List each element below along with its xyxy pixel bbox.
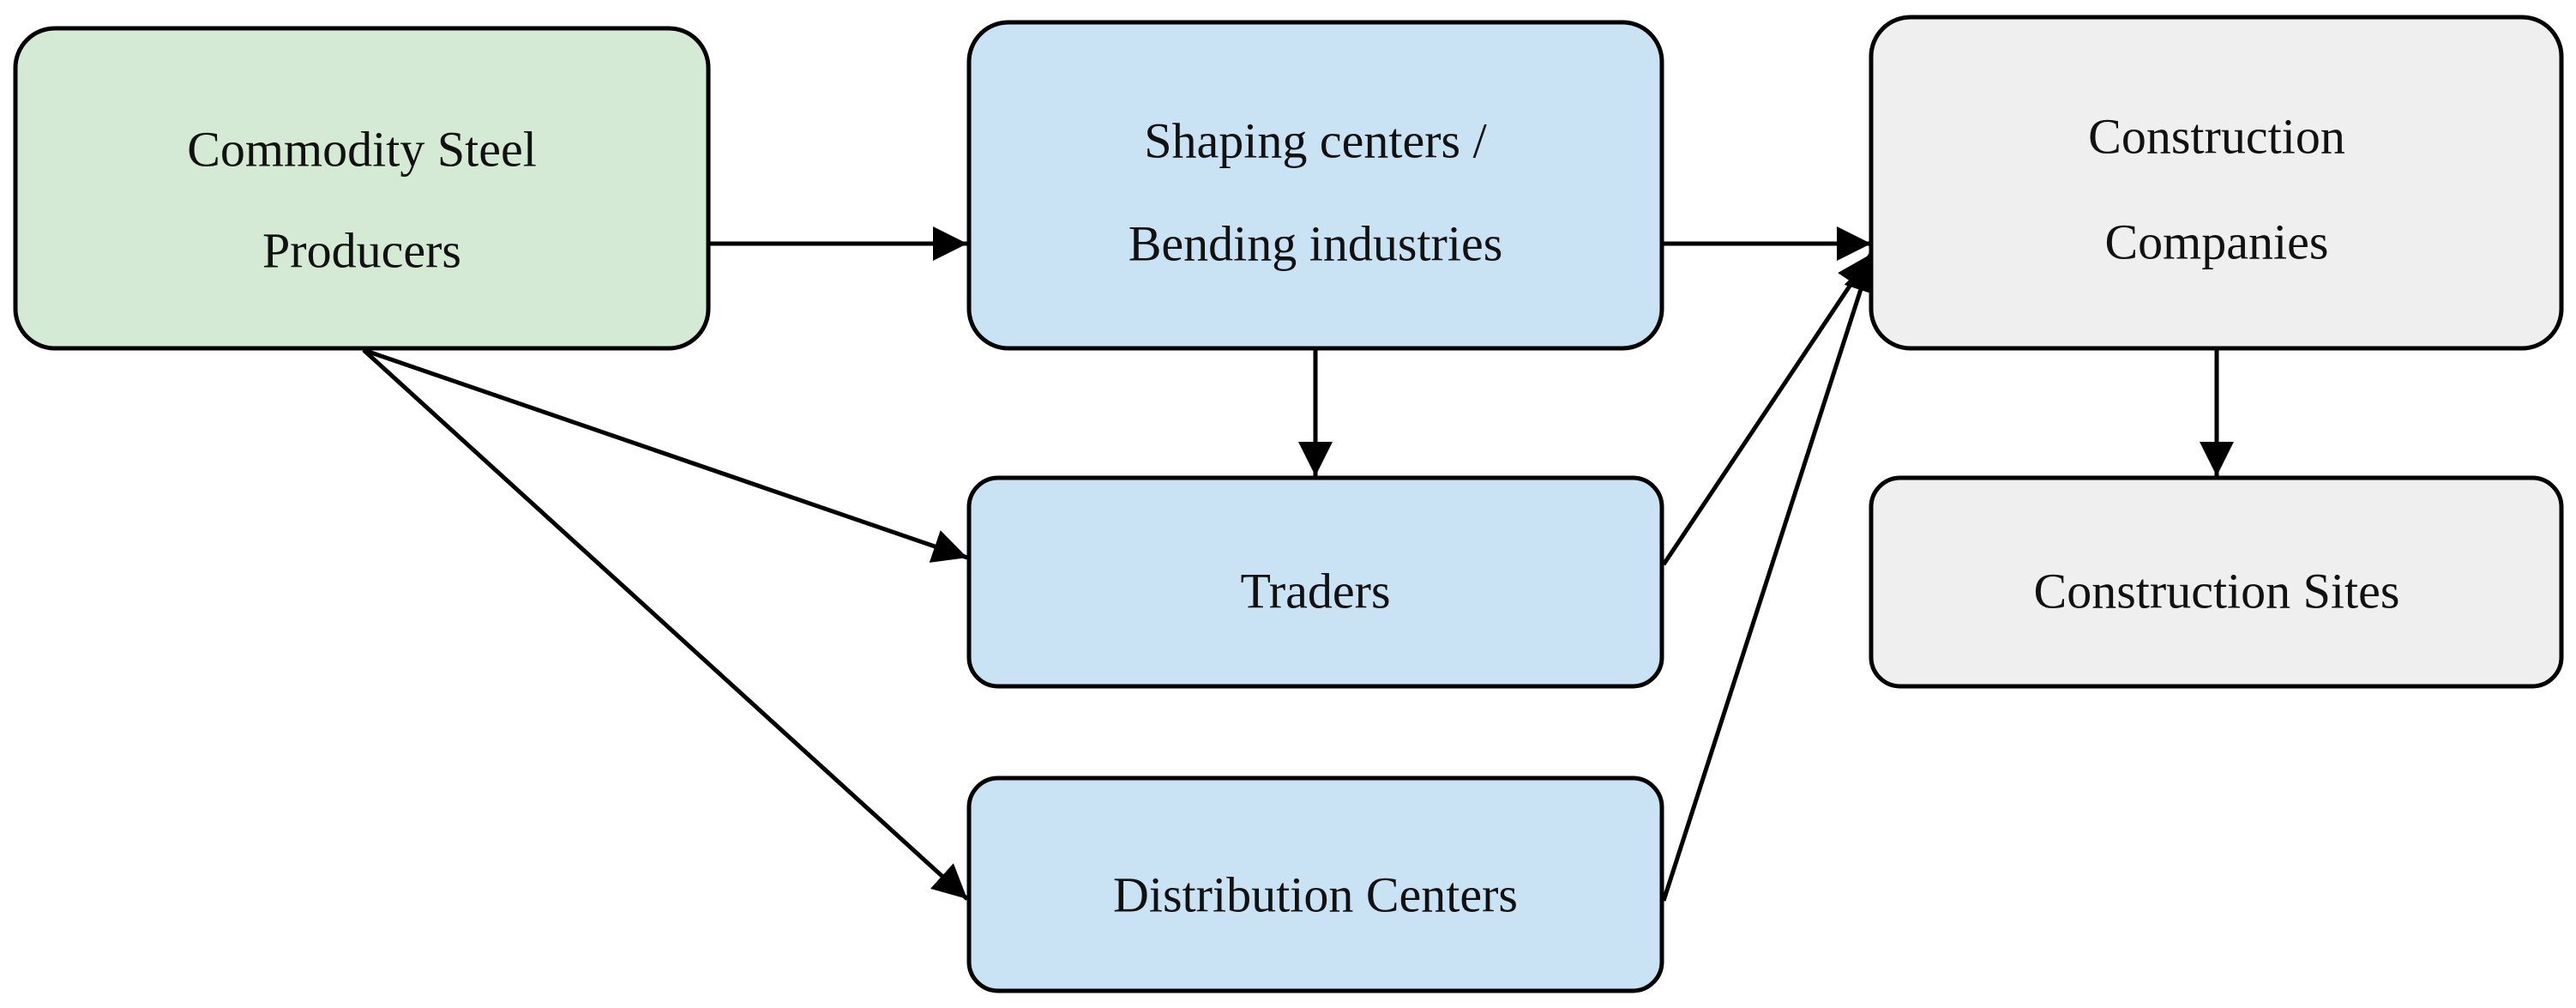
node-construction-sites: Construction Sites [1869, 475, 2564, 689]
node-traders: Traders [966, 475, 1664, 689]
node-box [13, 26, 711, 351]
edge-producers-to-distribution [362, 348, 969, 901]
node-distribution-centers: Distribution Centers [966, 776, 1664, 993]
node-box [1869, 475, 2564, 689]
node-shaping-centers: Shaping centers / Bending industries [966, 20, 1664, 351]
node-label-line1: Shaping centers / [1144, 112, 1487, 168]
node-label-line1: Construction [2088, 108, 2345, 164]
node-box [1869, 15, 2564, 351]
node-label: Traders [1240, 563, 1390, 619]
node-box [966, 20, 1664, 351]
node-label-line2: Companies [2105, 214, 2329, 269]
edge-traders-to-construction-companies [1661, 252, 1874, 566]
edge-distribution-to-construction-companies [1661, 257, 1877, 902]
node-box [966, 776, 1664, 993]
edge-producers-to-traders [363, 347, 968, 563]
node-commodity-steel-producers: Commodity Steel Producers [13, 26, 711, 351]
node-label-line1: Commodity Steel [187, 121, 537, 177]
node-label: Construction Sites [2034, 563, 2400, 619]
node-label-line2: Bending industries [1129, 215, 1503, 271]
edges [362, 226, 2234, 902]
node-label: Distribution Centers [1113, 866, 1518, 922]
node-box [966, 475, 1664, 689]
node-construction-companies: Construction Companies [1869, 15, 2564, 351]
node-label-line2: Producers [262, 222, 461, 278]
